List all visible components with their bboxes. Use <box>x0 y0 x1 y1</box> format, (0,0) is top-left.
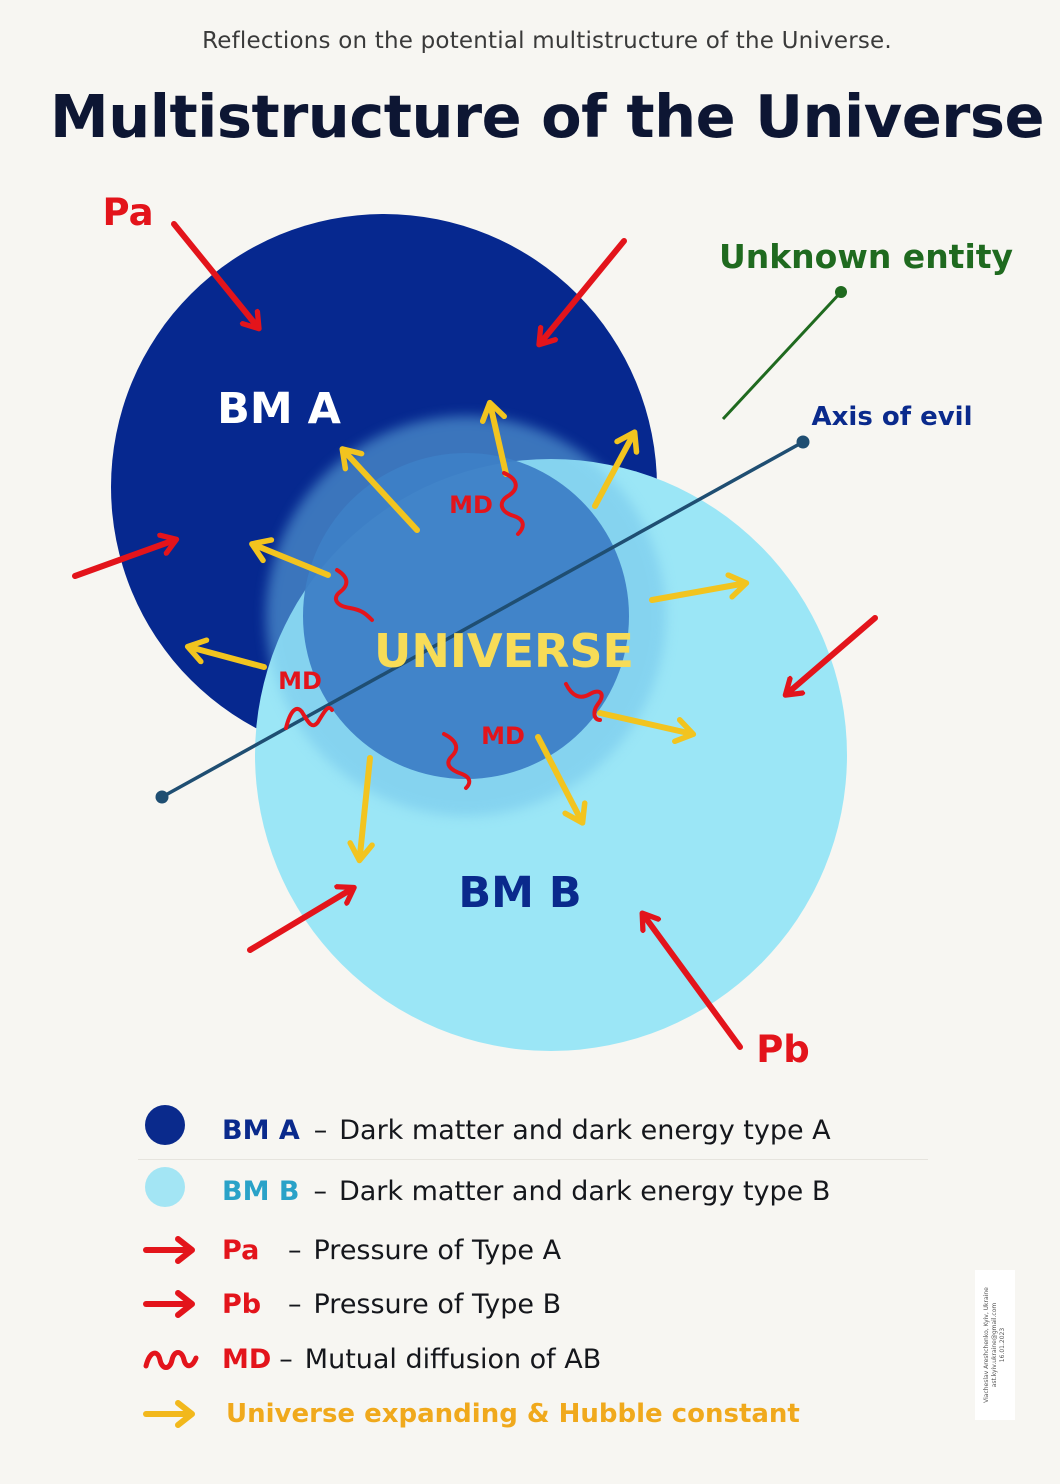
legend-item-pb: Pb – Pressure of Type B <box>222 1288 562 1320</box>
expansion-arrow <box>597 710 697 745</box>
pressure-arrow-pa <box>72 541 172 579</box>
legend-desc: Mutual diffusion of AB <box>304 1343 602 1375</box>
pressure-arrow-pa <box>542 238 627 341</box>
expansion-arrow <box>347 755 375 864</box>
legend-key: BM A <box>222 1114 300 1146</box>
diffusion-wave <box>564 682 604 722</box>
pb-label: Pb <box>756 1028 810 1071</box>
legend-desc: Universe expanding & Hubble constant <box>226 1399 800 1429</box>
axis-of-evil-line <box>161 440 804 799</box>
signature-text: Viacheslav Areshchenko, Kyiv, Ukraine as… <box>983 1270 1007 1420</box>
expansion-arrow <box>592 429 640 509</box>
pressure-arrow-pb <box>645 917 743 1050</box>
expansion-arrow <box>479 399 509 477</box>
md-label: MD <box>449 491 493 519</box>
legend-item-expansion: Universe expanding & Hubble constant <box>226 1392 800 1436</box>
universe-label: UNIVERSE <box>374 624 634 678</box>
diffusion-wave <box>333 568 374 622</box>
diffusion-wave <box>442 732 472 790</box>
signature-card: Viacheslav Areshchenko, Kyiv, Ukraine as… <box>975 1270 1015 1420</box>
expansion-arrow <box>535 734 588 826</box>
page-title: Multistructure of the Universe <box>50 82 1044 151</box>
diffusion-wave <box>499 471 525 536</box>
legend-key: BM B <box>222 1175 300 1207</box>
legend-item-bm-a: BM A – Dark matter and dark energy type … <box>222 1114 831 1146</box>
unknown-entity-line <box>721 290 843 421</box>
legend-desc: Pressure of Type A <box>313 1234 562 1266</box>
universe-diagram: Pa Pb BM A BM B UNIVERSE Unknown entity … <box>72 191 1013 1071</box>
pressure-arrow-pb <box>247 890 350 953</box>
legend-item-bm-b: BM B – Dark matter and dark energy type … <box>222 1175 831 1207</box>
axis-of-evil-dot-end <box>796 435 810 449</box>
red-wave-icon <box>143 1350 199 1370</box>
legend-key: Pa <box>222 1234 260 1266</box>
expansion-arrow <box>184 637 267 670</box>
yellow-arrow-icon <box>143 1400 195 1428</box>
red-arrow-icon <box>143 1290 195 1318</box>
universe-circle <box>303 453 629 779</box>
legend-desc: Dark matter and dark energy type B <box>338 1175 831 1207</box>
pressure-arrow-pa <box>171 221 256 325</box>
dark-blue-circle-icon <box>145 1105 185 1145</box>
md-label: MD <box>481 722 525 750</box>
legend-desc: Dark matter and dark energy type A <box>339 1114 831 1146</box>
red-arrow-icon <box>143 1236 195 1264</box>
pa-label: Pa <box>102 191 153 234</box>
legend-divider <box>138 1159 928 1160</box>
axis-of-evil-label: Axis of evil <box>812 402 973 432</box>
page-subtitle: Reflections on the potential multistruct… <box>202 28 892 54</box>
legend-desc: Pressure of Type B <box>313 1288 562 1320</box>
expansion-arrow <box>249 537 331 578</box>
light-blue-circle-icon <box>145 1167 185 1207</box>
diffusion-wave <box>284 706 334 730</box>
legend-item-md: MD – Mutual diffusion of AB <box>222 1343 602 1375</box>
signature-date: 16.01.2023 <box>999 1327 1006 1363</box>
md-label: MD <box>278 667 322 695</box>
unknown-entity-dot <box>835 286 847 298</box>
signature-email: ast.kyiv.ukraine@gmail.com <box>991 1302 998 1388</box>
legend-item-pa: Pa – Pressure of Type A <box>222 1234 562 1266</box>
expansion-arrow <box>339 446 420 533</box>
axis-of-evil-dot-start <box>155 790 169 804</box>
pressure-arrow-pb <box>789 615 878 692</box>
expansion-arrow <box>649 572 750 603</box>
signature-author: Viacheslav Areshchenko, Kyiv, Ukraine <box>983 1287 990 1403</box>
legend-key: MD <box>222 1343 272 1375</box>
unknown-entity-label: Unknown entity <box>719 237 1013 276</box>
bm-a-label: BM A <box>217 384 342 434</box>
bm-b-label: BM B <box>458 868 581 918</box>
legend-key: Pb <box>222 1288 262 1320</box>
